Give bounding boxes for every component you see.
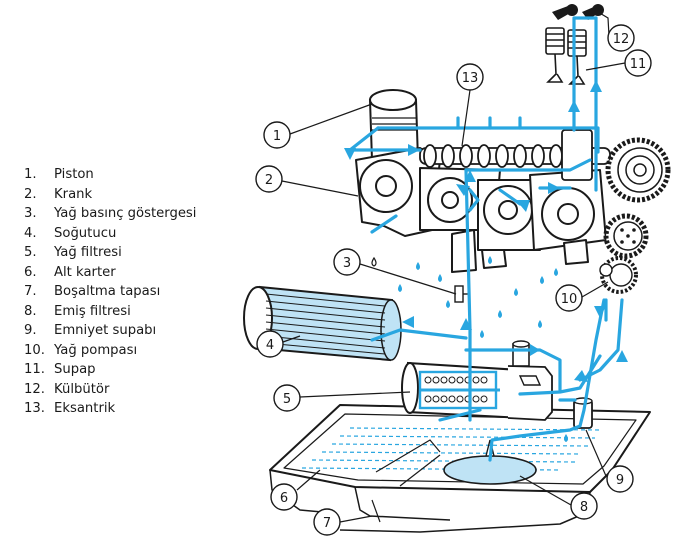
legend-number: 7. — [24, 284, 37, 299]
callout-12-number: 12 — [613, 32, 630, 47]
callout-1-number: 1 — [273, 129, 281, 144]
legend-number: 3. — [24, 206, 37, 221]
legend-label: Külbütör — [54, 381, 110, 397]
crankshaft — [355, 147, 607, 273]
callout-7: 7 — [313, 508, 341, 536]
timing-gear-top — [605, 137, 671, 203]
legend-item-piston: 1. Piston — [24, 165, 196, 185]
oil-pump — [599, 256, 638, 294]
leader-lines — [281, 11, 626, 523]
legend-label: Boşaltma tapası — [54, 284, 161, 299]
callout-2-number: 2 — [265, 173, 273, 188]
callout-12: 12 — [607, 24, 635, 52]
callout-3-number: 3 — [343, 256, 351, 271]
callout-10-number: 10 — [561, 292, 578, 307]
oil-filter — [401, 340, 553, 421]
legend-number: 9. — [24, 323, 37, 338]
legend-item-oil-filter: 5. Yağ filtresi — [24, 243, 196, 263]
callout-9: 9 — [606, 465, 634, 493]
legend-item-camshaft: 13. Eksantrik — [24, 399, 196, 419]
legend-label: Yağ filtresi — [54, 245, 122, 260]
oil-cooler — [243, 285, 402, 362]
drip-icon — [371, 256, 377, 267]
legend-number: 10. — [24, 342, 45, 358]
oil-flow-lines — [348, 16, 624, 462]
callout-7-number: 7 — [323, 516, 331, 531]
legend-item-oil-pressure-gauge: 3. Yağ basınç göstergesi — [24, 204, 196, 224]
legend-number: 12. — [24, 381, 45, 397]
callout-3: 3 — [333, 248, 361, 276]
legend-label: Yağ pompası — [54, 342, 138, 358]
valves — [545, 27, 587, 85]
legend-label: Emiş filtresi — [54, 303, 131, 319]
legend-number: 8. — [24, 303, 37, 319]
callout-2: 2 — [255, 165, 283, 193]
legend-label: Piston — [54, 167, 94, 182]
callout-8: 8 — [570, 492, 598, 520]
oil-level-hatching — [301, 427, 601, 471]
legend-item-relief-valve: 9. Emniyet supabı — [24, 321, 196, 341]
legend-label: Yağ basınç göstergesi — [54, 206, 197, 221]
legend-item-valve: 11. Supap — [24, 360, 196, 380]
legend-label: Alt karter — [54, 264, 116, 280]
callout-9-number: 9 — [616, 473, 624, 488]
callout-6: 6 — [270, 483, 298, 511]
pan-baffle-lines — [375, 439, 441, 487]
callout-10: 10 — [555, 284, 583, 312]
callout-4-number: 4 — [266, 338, 274, 353]
callout-5-number: 5 — [283, 392, 291, 407]
callout-4: 4 — [256, 330, 284, 358]
callout-13-number: 13 — [462, 71, 479, 86]
callout-1: 1 — [263, 121, 291, 149]
callout-6-number: 6 — [280, 491, 288, 506]
callout-11-number: 11 — [630, 57, 647, 72]
legend-number: 4. — [24, 225, 37, 241]
legend-label: Soğutucu — [54, 225, 117, 241]
legend-item-oil-pan: 6. Alt karter — [24, 263, 196, 283]
oil-flow-arrows — [344, 80, 628, 382]
legend-label: Krank — [54, 186, 93, 202]
legend-item-crank: 2. Krank — [24, 185, 196, 205]
legend-number: 1. — [24, 167, 37, 182]
legend-item-drain-plug: 7. Boşaltma tapası — [24, 282, 196, 302]
callout-8-number: 8 — [580, 500, 588, 515]
camshaft — [419, 129, 611, 181]
legend: 1. Piston 2. Krank 3. Yağ basınç göstergesi… — [24, 165, 196, 419]
legend-item-oil-pump: 10. Yağ pompası — [24, 341, 196, 361]
legend-number: 6. — [24, 264, 37, 280]
callout-13: 13 — [456, 63, 484, 91]
callout-5: 5 — [273, 384, 301, 412]
legend-number: 2. — [24, 186, 37, 202]
legend-item-rocker-arm: 12. Külbütör — [24, 380, 196, 400]
legend-label: Supap — [54, 362, 96, 377]
rocker-arms — [552, 4, 604, 20]
legend-number: 13. — [24, 401, 45, 416]
legend-number: 5. — [24, 245, 37, 260]
legend-label: Emniyet supabı — [54, 323, 157, 338]
legend-label: Eksantrik — [54, 401, 116, 416]
legend-number: 11. — [24, 362, 45, 377]
callout-11: 11 — [624, 49, 652, 77]
legend-item-cooler: 4. Soğutucu — [24, 224, 196, 244]
timing-gear-bottom — [603, 213, 649, 259]
suction-filter — [443, 439, 537, 485]
legend-item-suction-filter: 8. Emiş filtresi — [24, 302, 196, 322]
